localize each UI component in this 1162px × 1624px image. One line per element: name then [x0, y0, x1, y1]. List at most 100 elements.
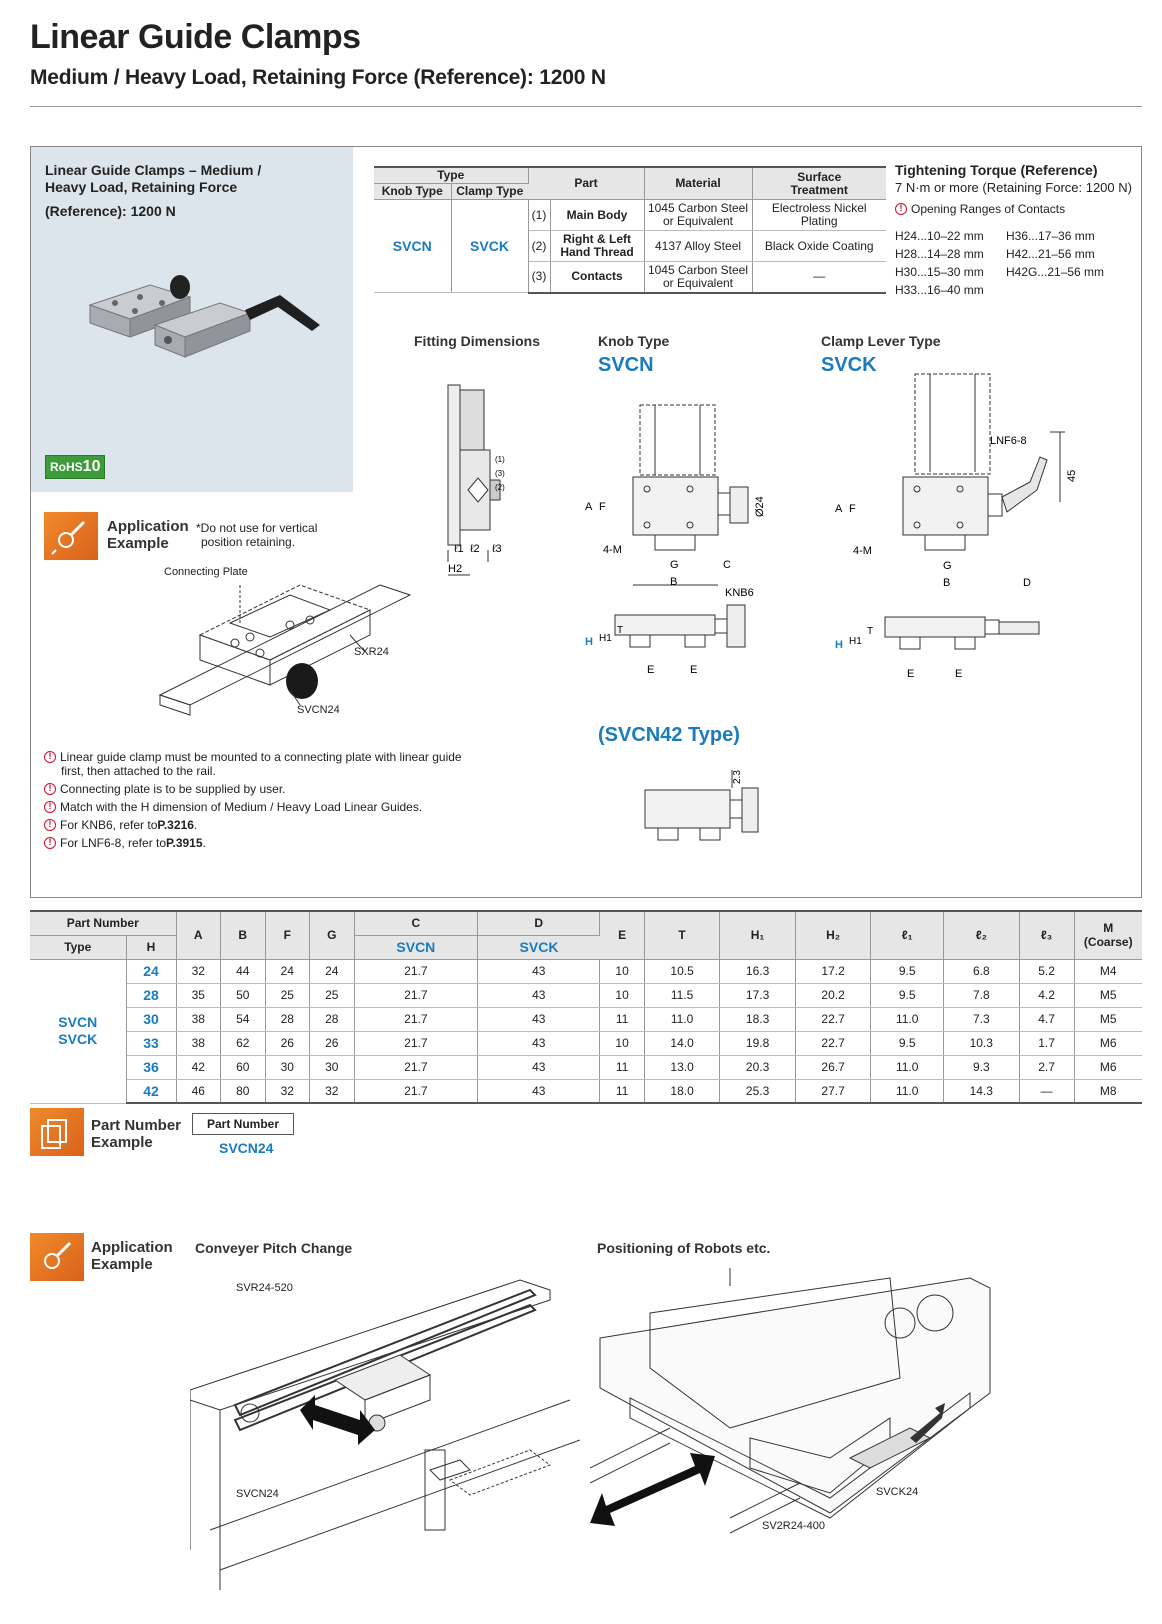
application-label-line1: Application	[107, 518, 189, 535]
svg-text:D: D	[1023, 577, 1031, 589]
cell-f: 30	[265, 1055, 310, 1080]
application-note: *Do not use for vertical position retain…	[196, 521, 317, 549]
note-item: !Linear guide clamp must be mounted to a…	[44, 750, 464, 764]
svg-text:B: B	[670, 576, 677, 588]
page-subtitle: Medium / Heavy Load, Retaining Force (Re…	[30, 66, 606, 89]
cell-f: 28	[265, 1007, 310, 1032]
note-text: Match with the H dimension of Medium / H…	[60, 800, 423, 814]
clamp-code: SVCK	[451, 199, 529, 293]
fitting-dimensions-label: Fitting Dimensions	[414, 333, 540, 349]
cell-d: 43	[477, 983, 601, 1008]
cell-f: 26	[265, 1031, 310, 1056]
svg-text:(3): (3)	[495, 469, 505, 478]
application-icon	[44, 512, 98, 560]
opening-ranges-col2: H36...17–36 mm H42...21–56 mm H42G...21–…	[1006, 227, 1104, 281]
cell-b: 54	[220, 1007, 266, 1032]
application-icon-2	[30, 1233, 84, 1281]
four-m-label: 4-M	[603, 544, 622, 556]
robot-illustration	[590, 1268, 991, 1534]
cell-a: 42	[176, 1055, 221, 1080]
page-ref-link[interactable]: P.3915	[166, 836, 203, 850]
cell-h1: 20.3	[719, 1055, 796, 1080]
note-item: !Connecting plate is to be supplied by u…	[44, 782, 464, 796]
th-d-sub: SVCK	[477, 935, 600, 960]
row-no: (2)	[528, 230, 551, 262]
note-text: For KNB6, refer to	[60, 818, 158, 832]
conveyer-caption: Conveyer Pitch Change	[195, 1240, 353, 1256]
cell-l1: 11.0	[870, 1079, 945, 1104]
part-number-value: SVCN24	[219, 1140, 274, 1156]
clamp-lever-code: SVCK	[821, 354, 877, 376]
cell-h2: 27.7	[795, 1079, 872, 1104]
cell-c: 21.7	[354, 983, 479, 1008]
product-frame	[30, 146, 1142, 898]
svg-text:ℓ3: ℓ3	[492, 543, 502, 555]
cell-m: M8	[1074, 1079, 1142, 1104]
row-material: 4137 Alloy Steel	[644, 230, 753, 262]
cell-b: 50	[220, 983, 266, 1008]
product-title-line2: Heavy Load, Retaining Force	[45, 179, 238, 195]
four-m-label-2: 4-M	[853, 545, 872, 557]
sxr-label: SXR24	[354, 646, 389, 658]
note-item: !For KNB6, refer to P.3216.	[44, 818, 464, 832]
cell-l3: —	[1019, 1079, 1075, 1104]
h-cell: 42	[126, 1079, 177, 1104]
note-text: For LNF6-8, refer to	[60, 836, 167, 850]
svcn42-drawing: 2.3	[644, 770, 759, 841]
th-c: C	[354, 910, 479, 936]
cell-g: 30	[309, 1055, 355, 1080]
row-surface: Electroless Nickel Plating	[752, 199, 886, 231]
dimension-table: Part Number A B F G C D E T H₁ H₂ ℓ₁ ℓ₂ …	[30, 910, 1142, 1104]
row-no: (1)	[528, 199, 551, 231]
svg-text:G: G	[670, 559, 679, 571]
cell-l3: 5.2	[1019, 959, 1075, 984]
svg-text:A: A	[585, 501, 593, 513]
warning-icon: !	[44, 801, 56, 813]
range-item: H30...15–30 mm	[895, 265, 984, 279]
cell-h2: 17.2	[795, 959, 872, 984]
th-material: Material	[644, 166, 753, 200]
page-ref-link[interactable]: P.3216	[157, 818, 194, 832]
cell-b: 62	[220, 1031, 266, 1056]
page-title: Linear Guide Clamps	[30, 18, 361, 56]
svg-text:B: B	[943, 577, 950, 589]
application-label-line2: Example	[107, 535, 169, 552]
part-number-example-label: Part Number Example	[91, 1117, 182, 1151]
application-note-line1: *Do not use for vertical	[196, 521, 318, 535]
svg-text:(1): (1)	[495, 455, 505, 464]
cell-b: 44	[220, 959, 266, 984]
svr-label: SVR24-520	[236, 1282, 293, 1294]
warning-icon: !	[895, 203, 907, 215]
svg-text:H2: H2	[448, 563, 462, 575]
warning-icon: !	[44, 837, 56, 849]
cell-t: 14.0	[644, 1031, 721, 1056]
cell-t: 10.5	[644, 959, 721, 984]
cell-l2: 9.3	[943, 1055, 1020, 1080]
cell-h2: 22.7	[795, 1031, 872, 1056]
cell-t: 11.5	[644, 983, 721, 1008]
range-item: H33...16–40 mm	[895, 283, 984, 297]
th-d: D	[477, 910, 601, 936]
svcn-label: SVCN24	[297, 704, 340, 716]
svg-text:C: C	[723, 559, 731, 571]
note-item: ! Match with the H dimension of Medium / …	[44, 800, 464, 814]
application-note-line2: position retaining.	[201, 535, 296, 549]
th-t: T	[644, 910, 721, 960]
cell-c: 21.7	[354, 1079, 479, 1104]
knob-type-label: Knob Type	[598, 333, 670, 349]
cell-l1: 11.0	[870, 1055, 945, 1080]
th-g: G	[309, 910, 355, 960]
cell-f: 32	[265, 1079, 310, 1104]
cell-l2: 14.3	[943, 1079, 1020, 1104]
clamp-lever-label: Clamp Lever Type	[821, 333, 941, 349]
svg-text:E: E	[647, 664, 654, 676]
svg-text:E: E	[690, 664, 697, 676]
cell-l3: 4.7	[1019, 1007, 1075, 1032]
cell-g: 24	[309, 959, 355, 984]
